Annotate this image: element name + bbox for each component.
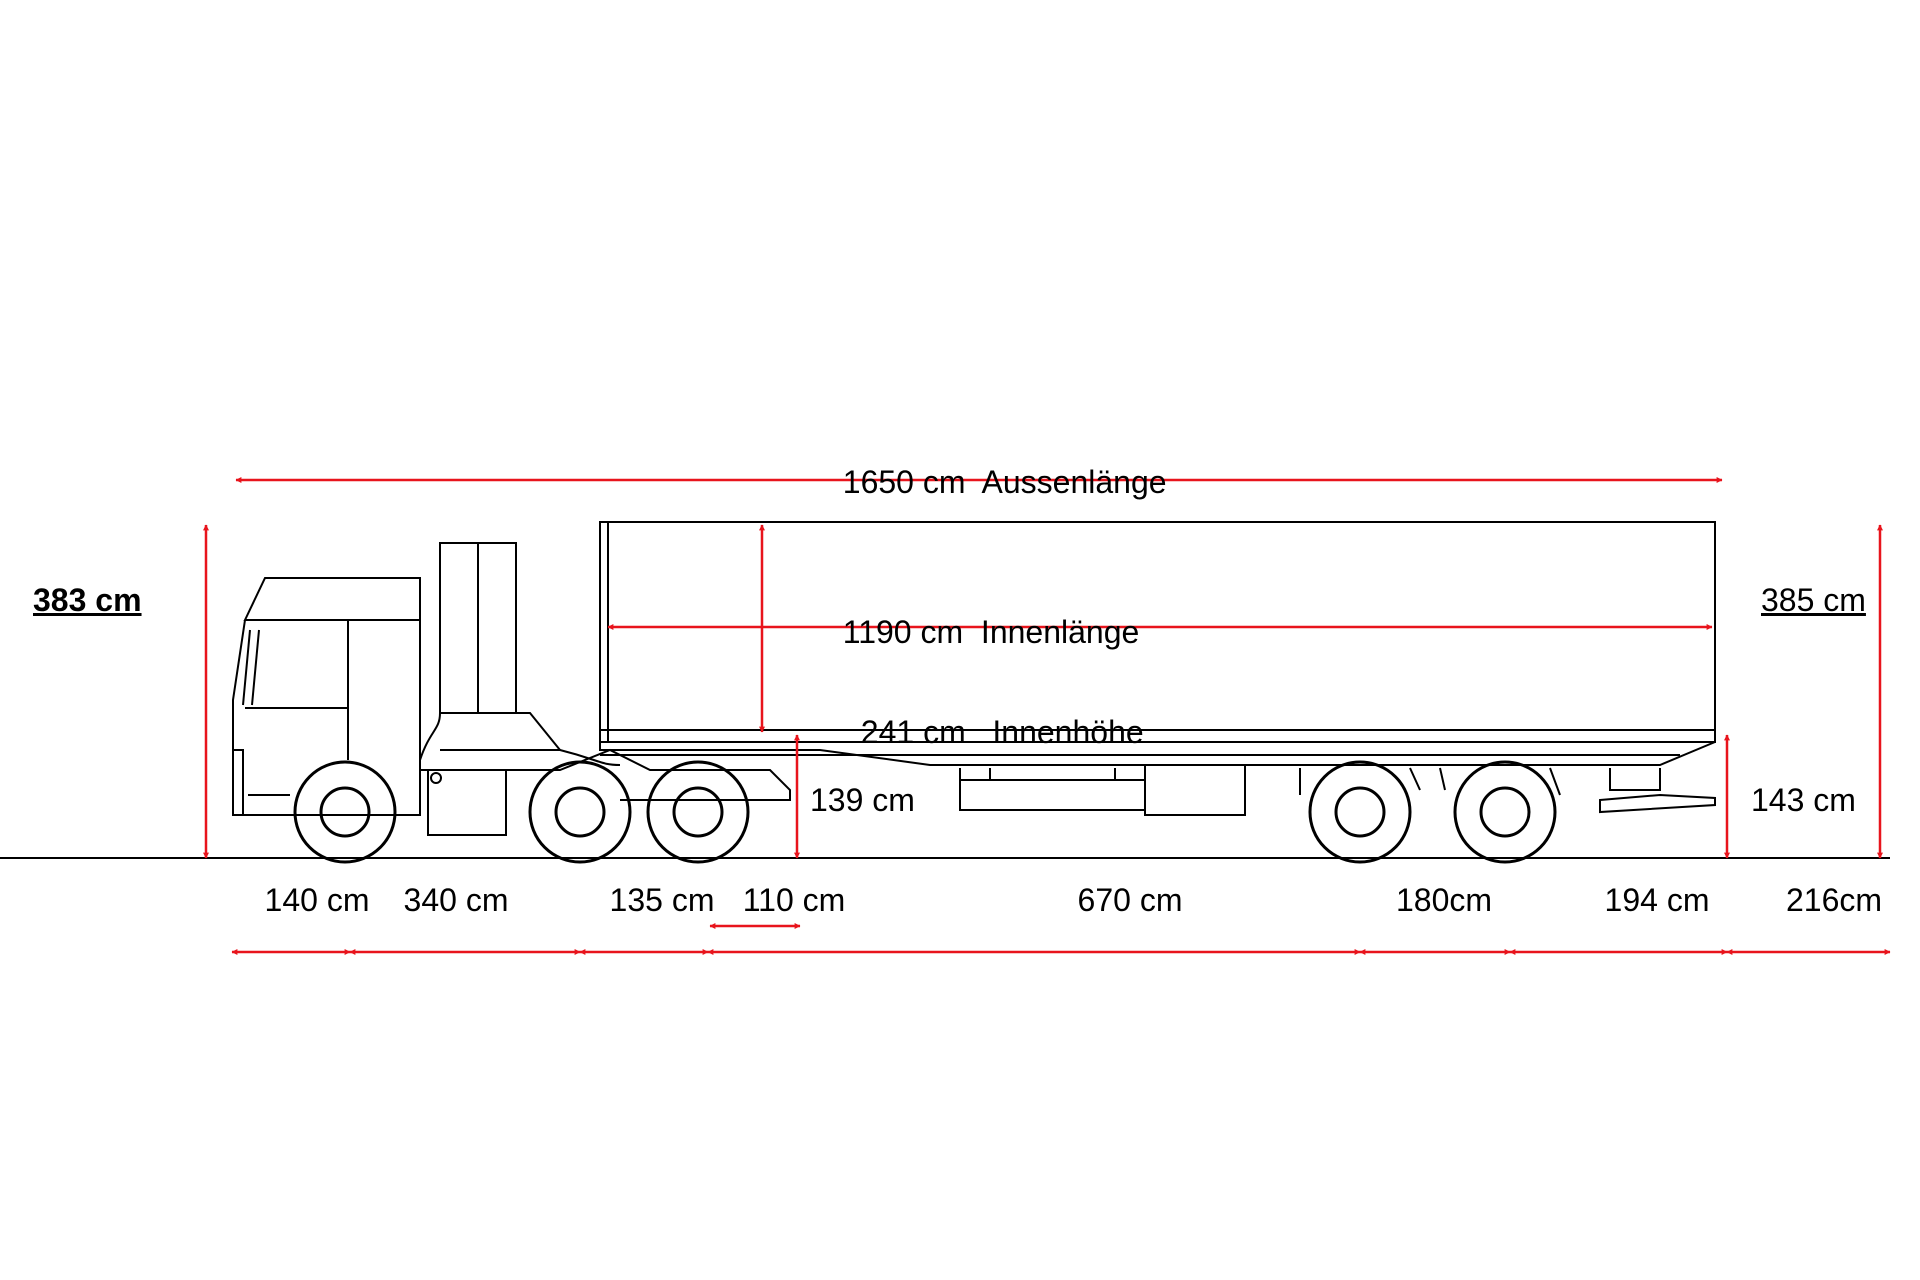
segment-label-180: 180cm: [1395, 882, 1493, 918]
inner-height-text: Innenhöhe: [992, 714, 1144, 750]
tractor-wheels: [293, 760, 750, 864]
segment-label-135: 135 cm: [609, 882, 715, 918]
inner-length-label: 1190 cm Innenlänge: [825, 584, 1140, 650]
inner-height-value: 241 cm: [860, 714, 966, 750]
inner-length-text: Innenlänge: [980, 614, 1140, 650]
segment-label-110: 110 cm: [742, 882, 846, 918]
segment-label-140: 140 cm: [264, 882, 370, 918]
outer-length-text: Aussenlänge: [981, 464, 1167, 500]
segment-label-340: 340 cm: [403, 882, 509, 918]
trailer: [599, 521, 1716, 816]
segment-label-216: 216cm: [1785, 882, 1883, 918]
outer-length-label: 1650 cm Aussenlänge: [825, 434, 1167, 498]
tractor-unit: [232, 542, 791, 836]
segment-label-194: 194 cm: [1604, 882, 1710, 918]
trailer-height-label: 385 cm: [1761, 582, 1866, 618]
trailer-wheels: [1308, 760, 1557, 864]
truck-height-label: 383 cm: [33, 582, 142, 618]
outer-length-value: 1650 cm: [842, 464, 966, 500]
inner-height-label: 241 cm Innenhöhe: [843, 684, 1144, 748]
coupling-height-label: 139 cm: [810, 782, 915, 818]
inner-length-value: 1190 cm: [842, 614, 964, 650]
rear-height-label: 143 cm: [1751, 782, 1856, 818]
segment-label-670: 670 cm: [1077, 882, 1183, 918]
dimension-lines: [203, 477, 1891, 955]
